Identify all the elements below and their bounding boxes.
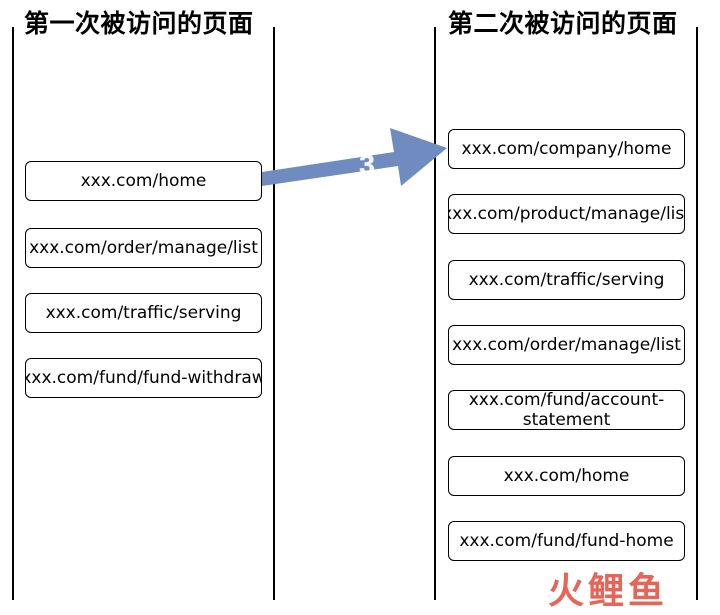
right-column-title: 第二次被访问的页面 — [448, 9, 678, 38]
right-page-box: xxx.com/company/home — [448, 129, 685, 169]
watermark-text: 火鲤鱼 — [548, 571, 668, 610]
left-page-box: xxx.com/fund/fund-withdraw — [25, 358, 262, 398]
arrow-shape — [262, 128, 447, 186]
right-page-box: xxx.com/home — [448, 456, 685, 496]
right-page-box: xxx.com/fund/fund-home — [448, 521, 685, 561]
right-column-right-border — [696, 27, 698, 600]
right-page-box: xxx.com/fund/account- statement — [448, 390, 685, 430]
left-column-title: 第一次被访问的页面 — [24, 9, 254, 38]
left-page-box: xxx.com/traffic/serving — [25, 293, 262, 333]
right-page-box: xxx.com/product/manage/list — [448, 194, 685, 234]
right-column-left-border — [434, 27, 436, 600]
left-column-left-border — [12, 27, 14, 600]
right-page-box-line: xxx.com/fund/account- — [468, 390, 665, 410]
arrow-label: 3 — [359, 149, 375, 180]
left-page-box: xxx.com/order/manage/list — [25, 228, 262, 268]
brand-watermark-logo: 火鲤鱼 — [548, 571, 668, 610]
left-page-box: xxx.com/home — [25, 161, 262, 201]
right-page-box: xxx.com/traffic/serving — [448, 260, 685, 300]
right-page-box: xxx.com/order/manage/list — [448, 325, 685, 365]
right-page-box-line: statement — [522, 410, 611, 430]
left-column-right-border — [273, 27, 275, 600]
